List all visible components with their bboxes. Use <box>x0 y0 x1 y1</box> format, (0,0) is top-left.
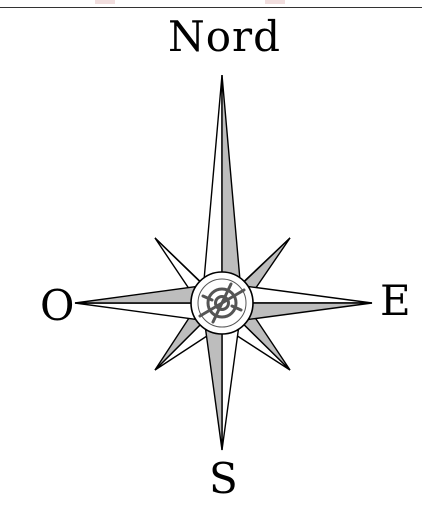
cardinal-points <box>75 75 372 450</box>
west-label: O <box>40 285 74 327</box>
north-point-light <box>202 75 222 303</box>
north-label: Nord <box>168 16 281 58</box>
center-emblem <box>191 272 253 334</box>
north-point-shaded <box>222 75 242 303</box>
east-label: E <box>380 280 411 322</box>
south-label: S <box>209 458 238 500</box>
